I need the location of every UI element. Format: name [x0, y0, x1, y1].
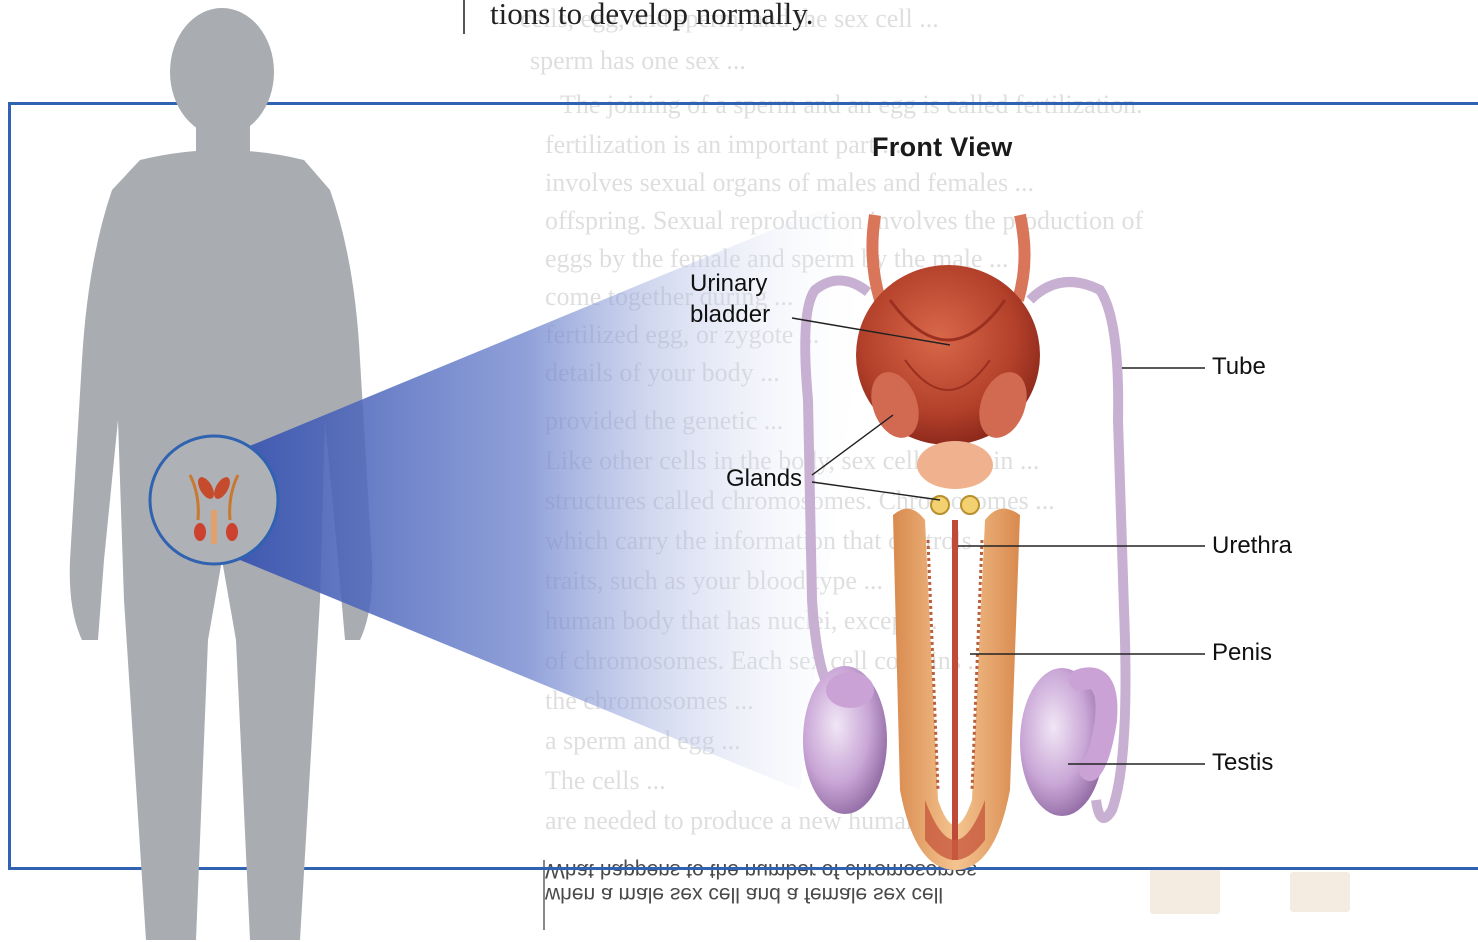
label-urinary-bladder: Urinary bladder: [690, 268, 770, 330]
label-testis: Testis: [1212, 747, 1273, 778]
figure-title: Front View: [872, 132, 1013, 163]
label-glands: Glands: [726, 463, 802, 494]
label-penis: Penis: [1212, 637, 1272, 668]
label-line: bladder: [690, 299, 770, 330]
label-urethra: Urethra: [1212, 530, 1292, 561]
prostate-gland: [917, 441, 993, 489]
gland: [961, 496, 979, 514]
magnifier-circle: [150, 436, 278, 564]
label-line: Urinary: [690, 268, 770, 299]
label-tube: Tube: [1212, 351, 1266, 382]
